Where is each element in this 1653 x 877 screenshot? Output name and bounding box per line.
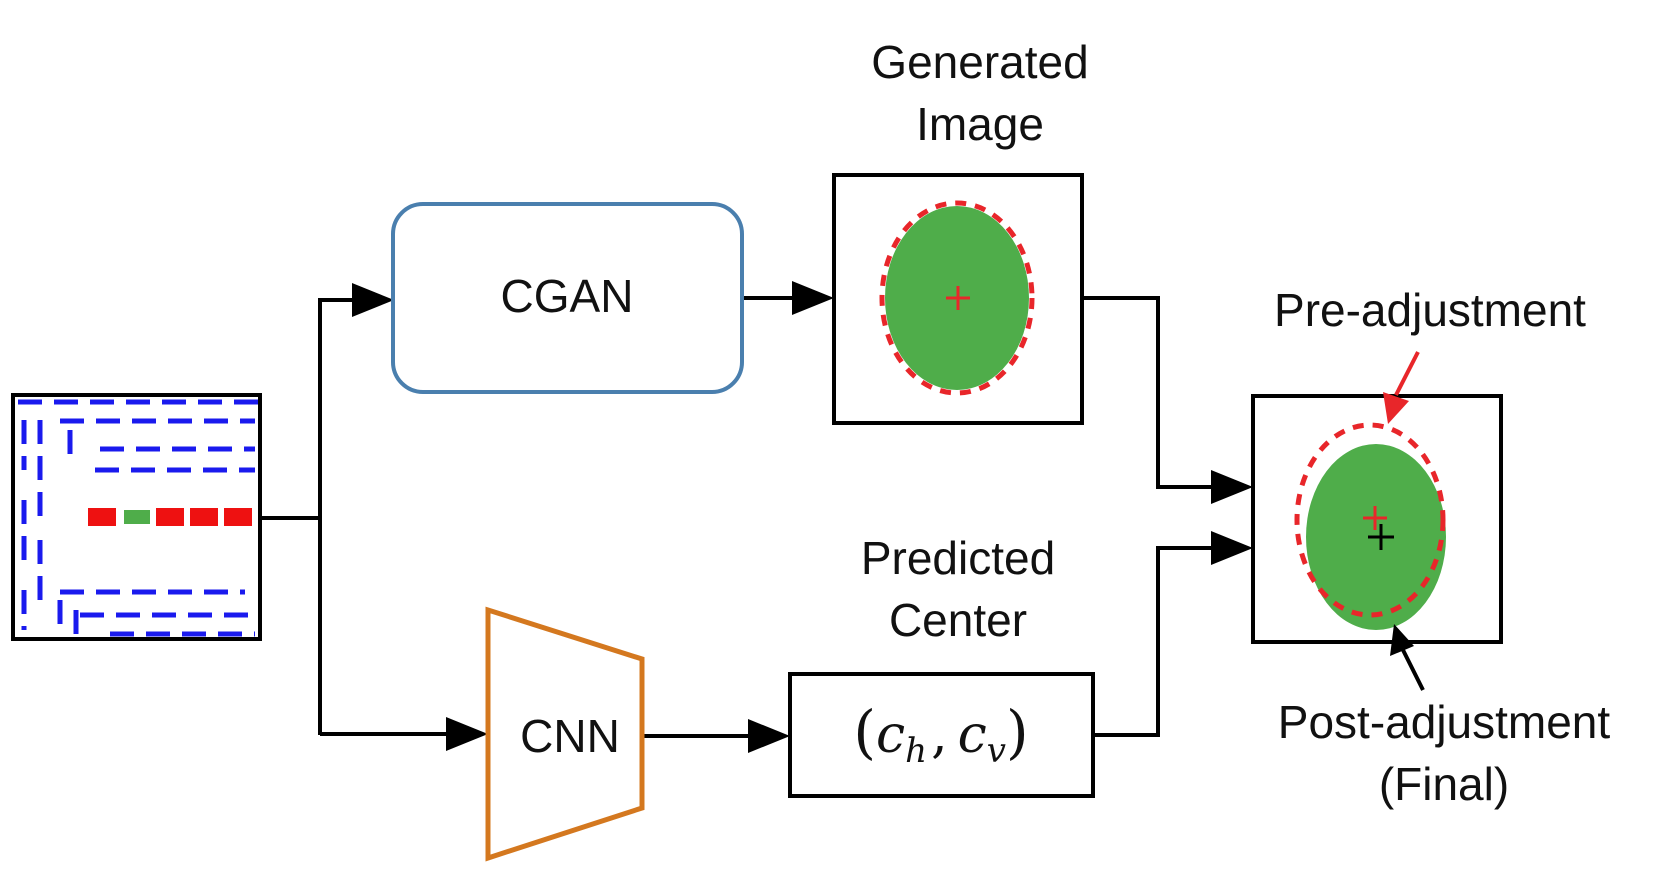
output-block: Pre-adjustment Post-adjustment (Final) — [1251, 284, 1611, 810]
formula-comma: , — [931, 705, 948, 765]
input-obstacle-pattern — [18, 399, 258, 637]
generated-shape-outline — [879, 200, 1035, 396]
predicted-center-formula: (ch,cv) — [853, 698, 1028, 771]
post-adjustment-label-line2: (Final) — [1379, 758, 1509, 810]
pre-adjustment-label: Pre-adjustment — [1274, 284, 1586, 336]
input-center-row — [88, 508, 252, 526]
output-pre-shape-outline — [1294, 422, 1446, 618]
predicted-center-title-line2: Center — [889, 594, 1027, 646]
post-adjustment-pointer-line — [1401, 649, 1425, 691]
connector-center-to-output — [1093, 546, 1218, 737]
predicted-center-block: Predicted Center (ch,cv) — [788, 532, 1095, 798]
arrowheads — [352, 281, 1253, 753]
pre-adjustment-pointer-head — [1383, 392, 1409, 424]
arrowhead-to-cgan — [352, 283, 394, 317]
formula-c-v: c — [958, 705, 987, 765]
cnn-block: CNN — [485, 606, 645, 862]
input-red-segment — [156, 508, 184, 526]
predicted-center-box — [788, 672, 1095, 798]
input-green-segment — [124, 510, 150, 524]
post-center-marker — [1368, 524, 1394, 550]
pre-adjustment-pointer-line — [1394, 351, 1420, 396]
arrowhead-image-to-output — [1211, 470, 1253, 504]
cnn-trapezoid — [485, 606, 645, 862]
pre-center-marker — [1363, 506, 1387, 530]
generated-center-marker — [946, 286, 970, 310]
cgan-box — [391, 202, 744, 394]
generated-image-title-line1: Generated — [871, 36, 1088, 88]
arrowhead-to-image — [792, 281, 834, 315]
input-map — [11, 393, 262, 641]
generated-image-title-line2: Image — [916, 98, 1044, 150]
arrowhead-center-to-output — [1211, 531, 1253, 565]
input-red-segment — [224, 508, 252, 526]
predicted-center-title-line1: Predicted — [861, 532, 1055, 584]
post-adjustment-label-line1: Post-adjustment — [1278, 696, 1611, 748]
formula-sub-v: v — [987, 731, 1006, 771]
formula-c-h: c — [876, 705, 905, 765]
generated-image-block: Generated Image — [832, 36, 1089, 425]
formula-open-paren: ( — [853, 698, 876, 766]
post-adjustment-pointer-head — [1390, 624, 1414, 656]
formula-close-paren: ) — [1006, 698, 1029, 766]
connectors — [260, 296, 1218, 738]
formula-sub-h: h — [905, 731, 927, 771]
input-red-segment — [88, 508, 116, 526]
cgan-block: CGAN — [391, 202, 744, 394]
arrowhead-to-cnn — [446, 717, 488, 751]
connector-image-to-output — [1082, 296, 1218, 489]
cnn-label: CNN — [520, 710, 620, 762]
input-red-segment — [190, 508, 218, 526]
arrowhead-to-center — [748, 719, 790, 753]
cgan-label: CGAN — [501, 270, 634, 322]
